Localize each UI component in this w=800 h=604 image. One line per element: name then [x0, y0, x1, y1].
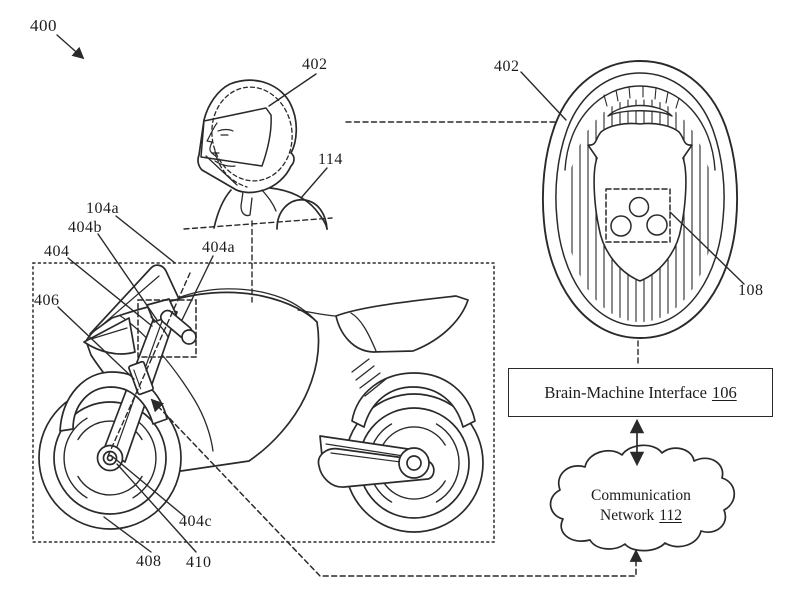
rider-ground-dashed	[183, 217, 333, 230]
visor-crescent	[607, 104, 673, 117]
leader-404c	[112, 456, 185, 517]
visor-opening	[200, 107, 272, 167]
helmet-vent-ticks	[603, 85, 680, 109]
leader-404b	[97, 233, 158, 321]
shock-spring	[351, 358, 387, 397]
leader-104a	[115, 215, 176, 264]
callout-404: 404	[44, 243, 70, 260]
leader-410	[116, 463, 197, 553]
leader-402-rider	[268, 73, 317, 107]
callout-104a: 104a	[86, 200, 120, 217]
nose-cone	[83, 317, 136, 355]
cloud-label-line1: Communication	[591, 487, 691, 504]
leader-404	[67, 257, 153, 327]
cloud-ref-number: 112	[659, 507, 682, 525]
helmet-liner-dashed	[211, 86, 293, 182]
leader-400-arrow	[56, 34, 85, 60]
callout-400: 400	[30, 16, 57, 35]
callout-410: 410	[186, 554, 212, 571]
handlebar-dashed-box	[137, 299, 197, 358]
callout-404c: 404c	[179, 513, 213, 530]
sensor-to-network-dashed-arrow	[150, 398, 643, 577]
bmi-ref-number: 106	[711, 382, 737, 402]
callout-402-rider: 402	[302, 56, 328, 73]
rider-torso	[213, 187, 328, 230]
steering-axis-dashed	[107, 272, 191, 457]
tail-cowl	[335, 295, 469, 353]
callout-404a: 404a	[202, 239, 236, 256]
callout-408: 408	[136, 553, 162, 570]
leader-lines	[56, 34, 745, 553]
rider-face	[206, 122, 236, 167]
callout-402-helmet: 402	[494, 58, 520, 75]
leader-114	[300, 167, 328, 199]
callout-404b: 404b	[68, 219, 102, 236]
leader-402-helmet	[520, 71, 567, 121]
leader-408	[103, 516, 152, 553]
leader-406	[57, 306, 135, 380]
callout-114: 114	[318, 151, 343, 168]
callout-406: 406	[34, 292, 60, 309]
chin-strap	[240, 191, 253, 217]
callout-108: 108	[738, 282, 764, 299]
motorcycle-drawing	[38, 264, 484, 533]
leader-404a	[181, 255, 214, 321]
rider-helmet-side-drawing	[197, 79, 328, 230]
leader-108	[669, 211, 745, 285]
connectors	[32, 121, 645, 577]
bmi-label: Brain-Machine Interface	[544, 382, 707, 402]
sensor-array-108	[605, 188, 671, 243]
helmet-top-view-drawing	[541, 60, 739, 339]
